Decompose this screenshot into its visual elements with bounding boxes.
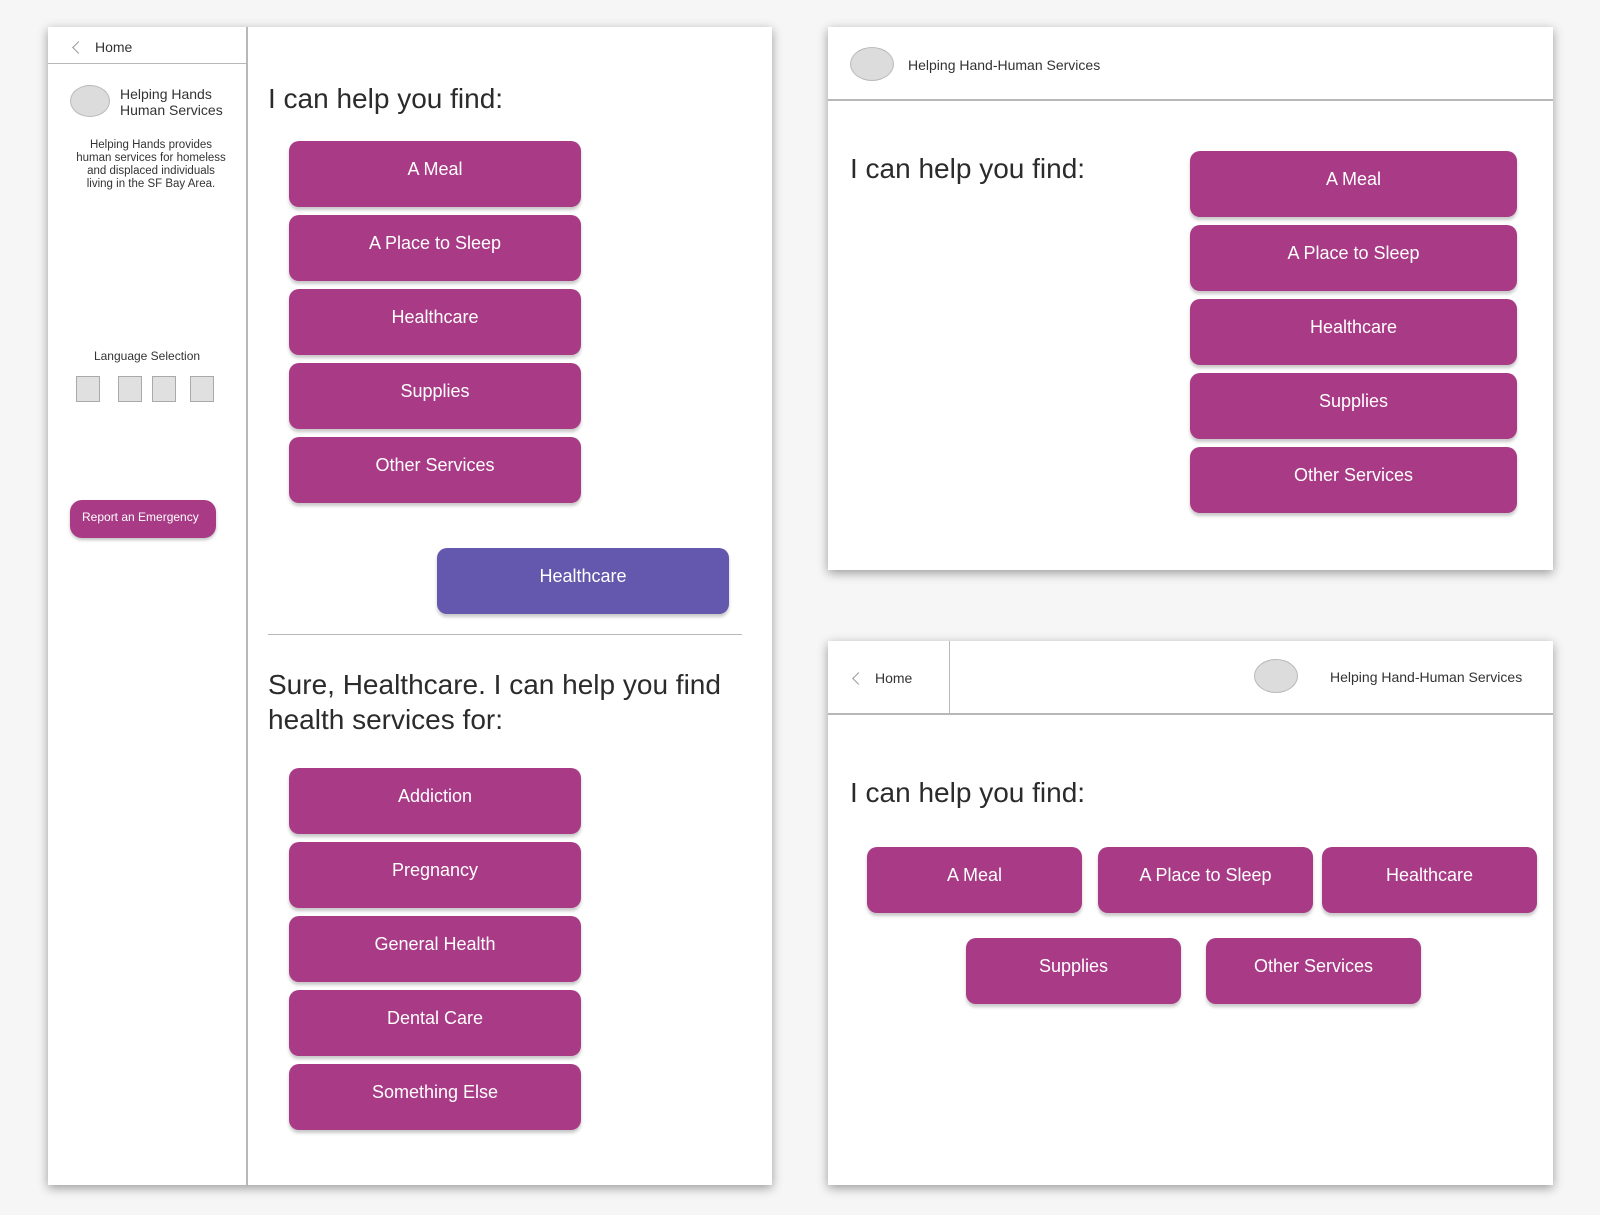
description-line: human services for homeless: [76, 152, 226, 164]
option-other-services-button[interactable]: Other Services: [289, 437, 581, 503]
language-selection-label: Language Selection: [93, 349, 201, 363]
logo-icon: [70, 85, 110, 117]
health-option-dental-care-button[interactable]: Dental Care: [289, 990, 581, 1056]
conversation-divider: [268, 634, 742, 635]
home-label: Home: [95, 39, 133, 55]
description-line: living in the SF Bay Area.: [86, 178, 216, 190]
org-description: Helping Hands provides human services fo…: [48, 139, 254, 191]
language-option-3[interactable]: [152, 376, 176, 402]
left-panel: Home Helping Hands Human Services Helpin…: [48, 27, 772, 1185]
followup-heading-line2: health services for:: [268, 704, 503, 735]
followup-heading-line1: Sure, Healthcare. I can help you find: [268, 669, 721, 700]
main-heading: I can help you find:: [850, 153, 1086, 184]
option-a-meal-button[interactable]: A Meal: [1190, 151, 1517, 217]
option-other-services-button[interactable]: Other Services: [1190, 447, 1517, 513]
chevron-left-icon: [852, 671, 865, 685]
option-other-services-button[interactable]: Other Services: [1206, 938, 1421, 1004]
option-place-to-sleep-button[interactable]: A Place to Sleep: [1098, 847, 1313, 913]
org-name-line1: Helping Hands: [120, 86, 212, 102]
option-place-to-sleep-button[interactable]: A Place to Sleep: [1190, 225, 1517, 291]
option-supplies-button[interactable]: Supplies: [1190, 373, 1517, 439]
bottom-right-panel: Home Helping Hand-Human Services I can h…: [828, 641, 1553, 1185]
logo-icon: [1254, 659, 1298, 693]
language-option-2[interactable]: [118, 376, 142, 402]
chevron-left-icon: [72, 40, 85, 54]
sidebar-divider: [48, 63, 246, 64]
sidebar: Home Helping Hands Human Services Helpin…: [48, 27, 246, 1185]
option-a-meal-button[interactable]: A Meal: [289, 141, 581, 207]
report-emergency-button[interactable]: Report an Emergency: [70, 500, 216, 538]
health-option-pregnancy-button[interactable]: Pregnancy: [289, 842, 581, 908]
home-link[interactable]: Home: [852, 670, 913, 686]
health-option-general-health-button[interactable]: General Health: [289, 916, 581, 982]
home-label: Home: [875, 670, 913, 686]
header-title: Helping Hand-Human Services: [908, 57, 1101, 73]
option-healthcare-button[interactable]: Healthcare: [1190, 299, 1517, 365]
org-name: Helping Hands Human Services: [120, 86, 223, 118]
followup-heading: Sure, Healthcare. I can help you find he…: [268, 667, 721, 737]
health-option-something-else-button[interactable]: Something Else: [289, 1064, 581, 1130]
health-option-addiction-button[interactable]: Addiction: [289, 768, 581, 834]
language-option-4[interactable]: [190, 376, 214, 402]
header-divider: [828, 99, 1553, 101]
home-link[interactable]: Home: [72, 39, 133, 55]
description-line: Helping Hands provides: [89, 139, 213, 151]
header-divider: [828, 713, 1553, 715]
top-right-panel: Helping Hand-Human Services I can help y…: [828, 27, 1553, 570]
option-healthcare-button[interactable]: Healthcare: [1322, 847, 1537, 913]
logo-icon: [850, 47, 894, 81]
description-line: and displaced individuals: [87, 165, 215, 177]
language-option-1[interactable]: [76, 376, 100, 402]
option-supplies-button[interactable]: Supplies: [966, 938, 1181, 1004]
header-separator: [949, 641, 950, 713]
main-heading: I can help you find:: [850, 777, 1086, 808]
main-heading: I can help you find:: [268, 83, 504, 114]
sidebar-border: [246, 27, 248, 1185]
option-supplies-button[interactable]: Supplies: [289, 363, 581, 429]
selected-response-bubble: Healthcare: [437, 548, 729, 614]
header-title: Helping Hand-Human Services: [1330, 669, 1523, 685]
option-a-meal-button[interactable]: A Meal: [867, 847, 1082, 913]
org-name-line2: Human Services: [120, 102, 223, 118]
option-healthcare-button[interactable]: Healthcare: [289, 289, 581, 355]
option-place-to-sleep-button[interactable]: A Place to Sleep: [289, 215, 581, 281]
